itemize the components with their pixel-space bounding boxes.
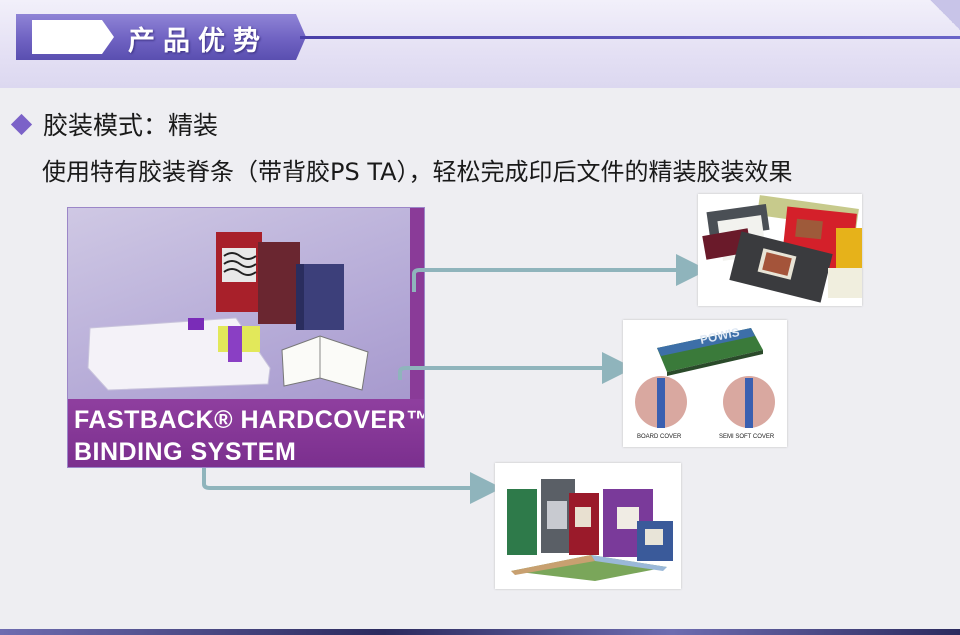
- binding-machine-illustration: [87, 232, 369, 391]
- title-underline: [300, 36, 960, 39]
- caption-board-cover: BOARD COVER: [637, 434, 682, 440]
- fastback-brand-text: FASTBACK® HARDCOVER™ BINDING SYSTEM: [74, 406, 424, 466]
- bullet-item: 胶装模式：精装: [10, 106, 219, 142]
- photo-purple-band: [68, 399, 424, 467]
- corner-decoration: [930, 0, 960, 30]
- title-banner-white-tab: [32, 20, 114, 54]
- photo-cover-types: POWIS BOARD COVER SEMI SOFT COVER: [623, 320, 787, 447]
- bullet-heading: 胶装模式：精装: [43, 111, 219, 140]
- page-title: 产品优势: [128, 26, 268, 57]
- photo-book-covers: [698, 194, 862, 306]
- arrow-to-photo-3: [202, 468, 502, 504]
- binding-machine-photo: FASTBACK® HARDCOVER™ BINDING SYSTEM: [68, 208, 424, 467]
- arrow-to-photo-2: [398, 352, 634, 384]
- bullet-description: 使用特有胶装脊条（带背胶PS TA），轻松完成印后文件的精装胶装效果: [42, 158, 793, 186]
- bottom-decoration-strip: [0, 629, 960, 635]
- photo-book-collection: [495, 463, 681, 589]
- caption-semi-soft-cover: SEMI SOFT COVER: [719, 434, 775, 440]
- arrow-to-photo-1: [412, 254, 708, 292]
